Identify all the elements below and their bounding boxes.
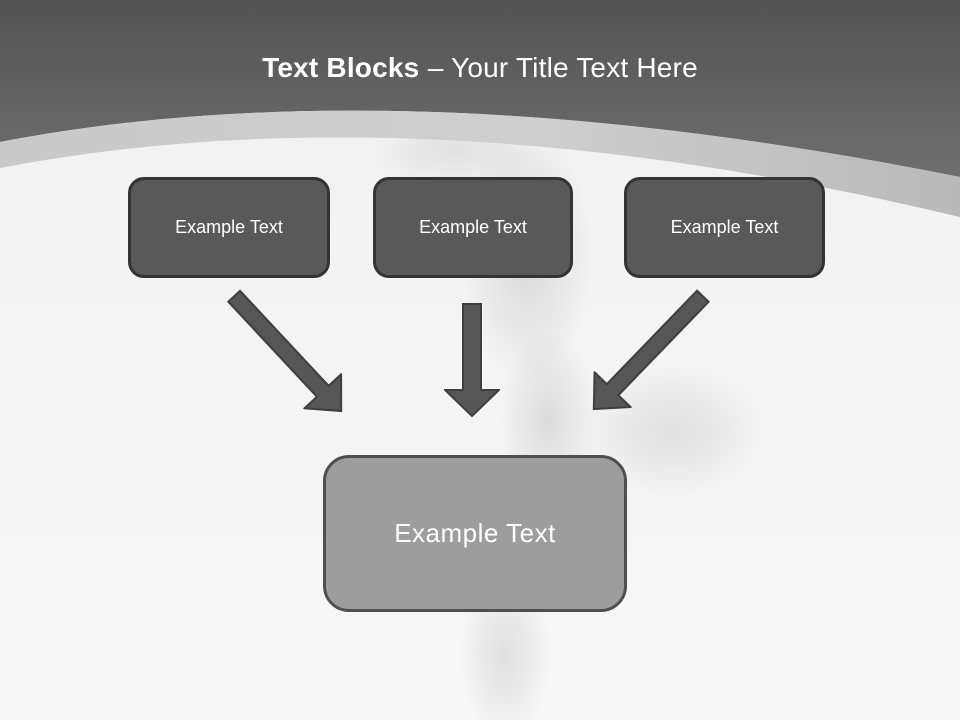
arrow-down-right-icon [214, 278, 361, 430]
slide-title: Text Blocks– Your Title Text Here [0, 52, 960, 84]
header-light-band [0, 110, 960, 217]
arrow-down-icon [444, 303, 500, 418]
title-topic: Text Blocks [262, 52, 420, 83]
target-text-block-label: Example Text [394, 518, 556, 548]
header-curve-banner [0, 0, 960, 217]
text-block-3: Example Text [624, 177, 825, 278]
text-block-2-label: Example Text [419, 217, 527, 237]
title-subtitle: – Your Title Text Here [427, 52, 698, 83]
text-block-3-label: Example Text [670, 217, 779, 237]
arrow-down-left-icon [574, 277, 723, 428]
text-block-2: Example Text [373, 177, 573, 278]
text-block-1-label: Example Text [175, 217, 283, 237]
target-text-block: Example Text [323, 455, 627, 612]
text-block-1: Example Text [128, 177, 330, 278]
header-dark-area [0, 0, 960, 177]
